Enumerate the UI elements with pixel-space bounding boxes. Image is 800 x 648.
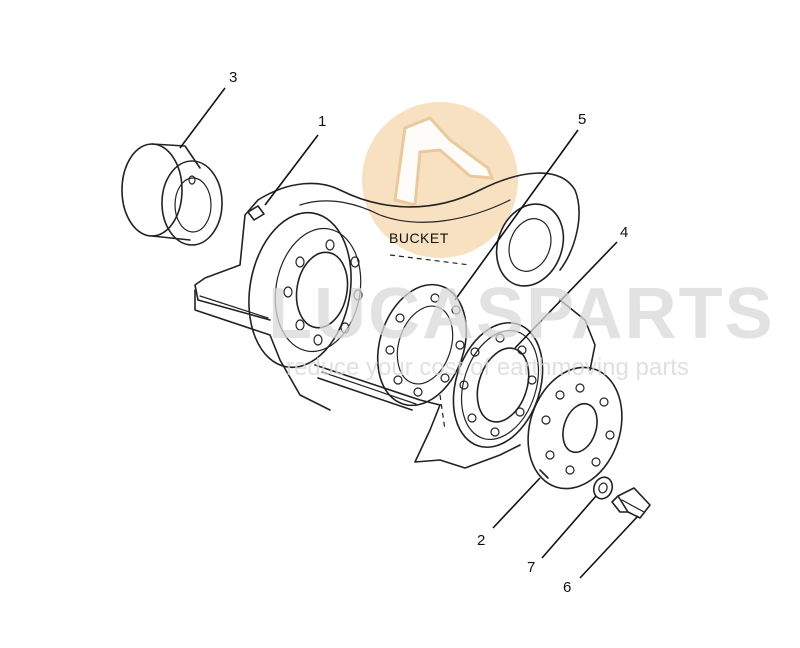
assembly-label: BUCKET — [389, 230, 449, 246]
leader-lines — [179, 87, 639, 579]
watermark-brand: LUCASPARTS — [268, 274, 775, 354]
part-2-flange — [527, 366, 623, 490]
part-1-pin — [247, 205, 265, 221]
callout-4: 4 — [620, 224, 628, 241]
leader-2 — [492, 477, 541, 529]
watermark-tagline: reduce your cost of earthmoving parts — [286, 354, 689, 381]
part-3-bushing — [121, 143, 223, 246]
leader-4 — [514, 241, 618, 349]
leader-3 — [179, 87, 226, 149]
part-5-gasket — [376, 283, 468, 407]
leader-1 — [264, 134, 319, 206]
callout-7: 7 — [527, 559, 535, 576]
callout-3: 3 — [229, 69, 237, 86]
callout-1: 1 — [318, 113, 326, 130]
part-4-ring — [452, 321, 544, 449]
part-7-washer — [592, 476, 614, 500]
callout-5: 5 — [578, 111, 586, 128]
watermark-emblem — [362, 102, 518, 258]
bucket-bracket — [194, 172, 596, 469]
leader-5 — [454, 129, 579, 301]
part-6-bolt — [611, 487, 651, 519]
callout-2: 2 — [477, 532, 485, 549]
leader-7 — [541, 495, 597, 559]
leader-6 — [579, 515, 639, 579]
callout-6: 6 — [563, 579, 571, 596]
